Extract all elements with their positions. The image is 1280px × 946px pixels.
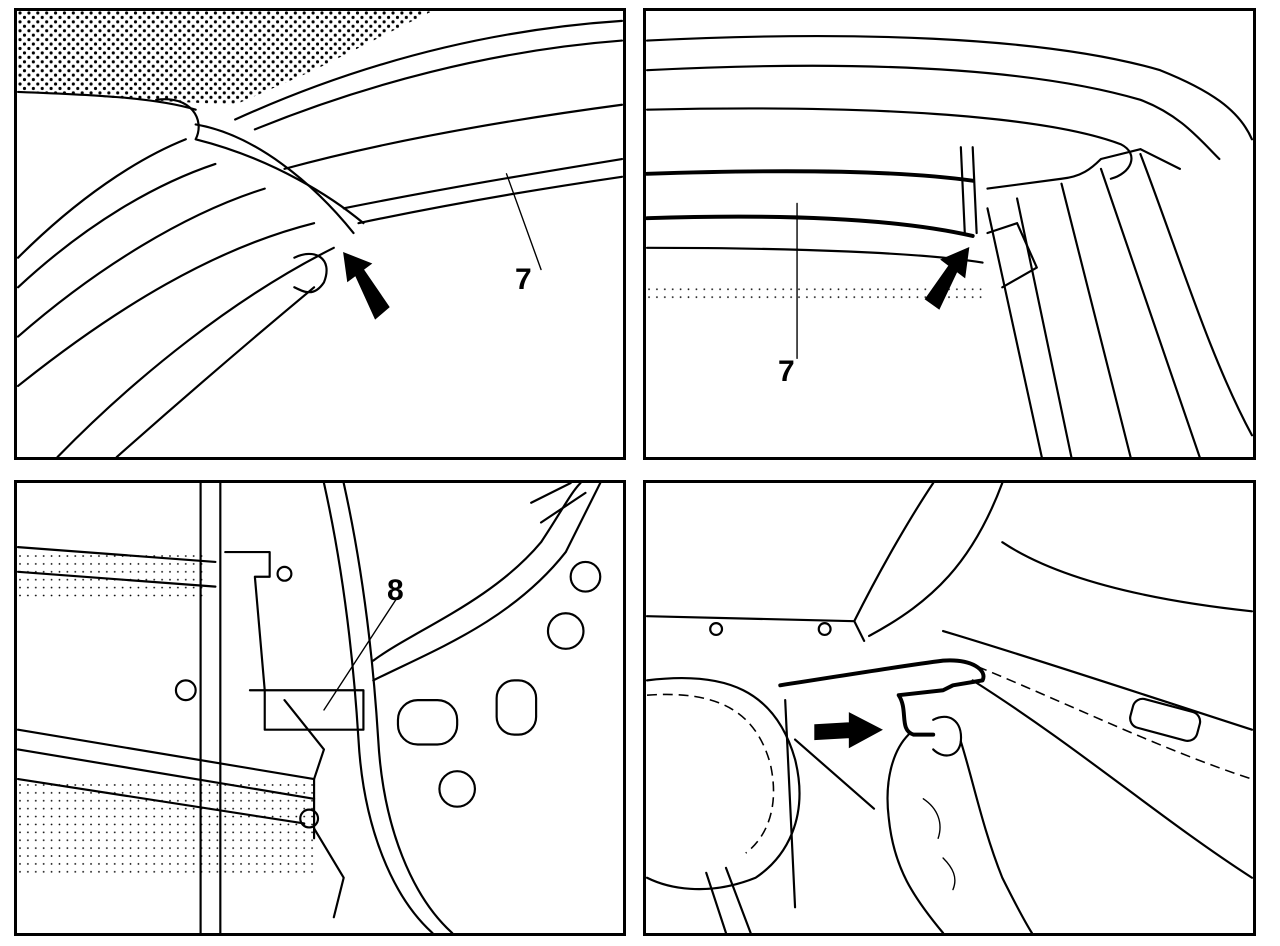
bolt-hole [276, 565, 293, 582]
knuckle-lines [922, 798, 956, 891]
hinge-bracket [224, 550, 271, 692]
window-glass [18, 11, 433, 105]
trim-support [784, 699, 876, 909]
pillar-edge-1 [986, 207, 1043, 457]
hand-outline-right [959, 740, 1033, 933]
fender-bump [1129, 697, 1202, 742]
top-bracket [530, 483, 587, 524]
glass-edge [17, 90, 197, 111]
trim-strip-top [646, 169, 975, 183]
arrow-icon [343, 251, 390, 320]
clip-rivet [299, 808, 320, 829]
upper-rails [17, 546, 217, 588]
pillar-line-2 [17, 162, 217, 289]
callout-label-7: 7 [778, 355, 795, 388]
arrow-icon [814, 712, 883, 749]
pillar-edge-2 [1016, 197, 1073, 457]
trim-strip-shadow [357, 175, 623, 225]
illustration-panel-top-left: 7 [14, 8, 626, 460]
trim-piece [778, 658, 986, 737]
pillar-edge-5 [1139, 152, 1253, 437]
thumb [932, 715, 962, 757]
hand-outline-left [886, 733, 945, 933]
illustration-panel-top-right: 7 [643, 8, 1256, 460]
hand-inserting-trim-drawing [646, 483, 1253, 933]
clip-leg [312, 827, 345, 919]
roof-line-1 [646, 35, 1253, 141]
clip-plate [263, 689, 365, 731]
bolt-head [174, 679, 197, 702]
fender-arc-3 [971, 679, 1253, 879]
callout-leader-8 [323, 598, 397, 711]
callout-leader-7 [505, 173, 542, 271]
vertical-post [199, 483, 222, 933]
wheel-arch-outer [646, 676, 801, 891]
pillar-top [986, 148, 1181, 190]
arrow-icon [924, 247, 970, 310]
pillar-line-3 [17, 187, 266, 338]
shelf-hole-1 [709, 622, 724, 637]
trim-strip-front-corner-drawing [17, 11, 623, 457]
roof-edge-upper [234, 19, 623, 121]
inner-arch-2 [372, 483, 602, 682]
clip-body [293, 252, 328, 294]
door-edge-2 [342, 483, 454, 933]
sill-shading [647, 285, 988, 304]
body-panel-clip-drawing [17, 483, 602, 933]
pillar-right [867, 483, 1004, 638]
fender-seam [962, 659, 1253, 780]
sill-line [646, 246, 984, 264]
trim-strip-top [283, 103, 623, 170]
roof-line-3 [646, 107, 1133, 180]
inner-panel-hole-5 [438, 770, 477, 808]
pillar-line-6 [115, 286, 316, 457]
trim-strip-bottom [646, 214, 975, 238]
pillar-line-4 [17, 222, 316, 388]
clip-wire [283, 699, 326, 840]
inner-panel-hole-3 [546, 612, 585, 650]
pillar-edge-4 [1099, 167, 1201, 457]
lower-shading [18, 779, 315, 878]
pillar-line-5 [56, 246, 335, 457]
inner-panel-hole-4 [569, 560, 602, 593]
callout-label-8: 8 [387, 574, 404, 607]
inner-arch-1 [372, 483, 582, 662]
arch-bottom [705, 866, 752, 933]
door-edge-1 [322, 483, 434, 933]
fender-arc-2 [942, 629, 1253, 731]
strip-end-tab [959, 146, 978, 235]
trim-strip-rear-drawing [646, 35, 1253, 457]
inner-panel-hole-2 [495, 679, 538, 736]
bracket [986, 222, 1038, 289]
corner-piece [155, 98, 365, 225]
illustration-panel-bottom-left: 8 [14, 480, 626, 936]
callout-label-7: 7 [515, 263, 532, 296]
roof-line-2 [646, 64, 1221, 161]
corner-piece-inner [194, 123, 355, 235]
trim-strip-bottom [342, 157, 623, 210]
wheel-arch-seam [646, 693, 775, 854]
fender-arc-1 [1001, 541, 1253, 613]
pillar-line-1 [17, 138, 187, 259]
pillar-edge-3 [1060, 182, 1132, 457]
illustration-panel-bottom-right [643, 480, 1256, 936]
roof-edge-lower [253, 39, 623, 131]
inner-panel-hole-1 [396, 699, 459, 746]
shelf-hole-2 [817, 622, 832, 637]
pillar-left [853, 483, 935, 623]
lower-rails [17, 728, 316, 825]
